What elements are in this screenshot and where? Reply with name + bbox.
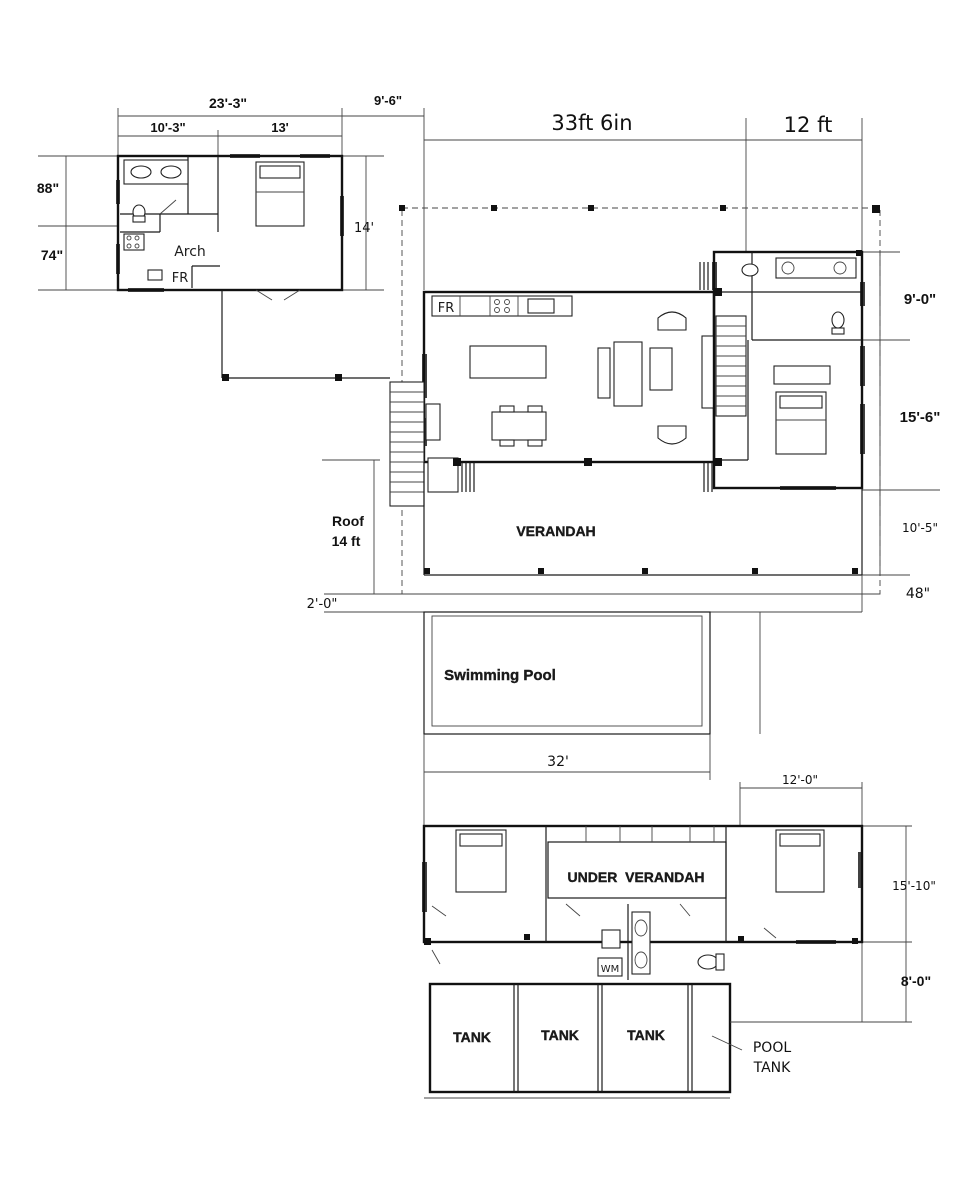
lower-level: 12'-0" 15'-10" 8'-0" UNDER VERANDAH WM (422, 773, 936, 1099)
dim-guest-room-depth: 14' (354, 221, 374, 236)
roof-note-line1: Roof (332, 513, 364, 529)
dim-guest-depth-top: 88" (37, 180, 59, 196)
dim-guest-right-width: 13' (271, 120, 289, 135)
dim-guest-left-width: 10'-3" (150, 120, 185, 135)
dim-main-width: 33ft 6in (551, 111, 632, 135)
dim-lower-service-depth: 8'-0" (901, 973, 931, 989)
roof-note-line2: 14 ft (332, 533, 361, 549)
dim-pool-width: 32' (547, 754, 569, 770)
dim-guest-total-width: 23'-3" (209, 95, 247, 111)
dim-overhang-left: 2'-0" (307, 597, 338, 612)
main-house: 33ft 6in 12 ft 9'-0" 15'-6" 10'-5" FR (307, 111, 941, 613)
room-label-pool: Swimming Pool (444, 667, 556, 684)
dim-main-upper-depth: 9'-0" (904, 291, 936, 308)
dim-main-bedroom-depth: 15'-6" (900, 409, 941, 426)
dim-main-right-width: 12 ft (784, 113, 833, 137)
dim-lower-room-depth: 15'-10" (892, 879, 936, 893)
dim-overhang-right: 48" (906, 586, 930, 602)
pool-tank-label-line1: POOL (753, 1040, 791, 1056)
pool-tank-label-line2: TANK (753, 1060, 792, 1076)
dim-lower-right-width: 12'-0" (782, 773, 818, 787)
room-label-fr-guest: FR (172, 271, 189, 286)
room-label-verandah: VERANDAH (516, 523, 595, 539)
guest-house: 23'-3" 10'-3" 13' 9'-6" 88" 74" 14' Arch… (37, 93, 425, 381)
tank-label-3: TANK (627, 1027, 665, 1043)
tank-label-2: TANK (541, 1027, 579, 1043)
dim-guest-gap: 9'-6" (374, 93, 402, 108)
dim-verandah-depth: 10'-5" (902, 521, 938, 535)
room-label-fr-main: FR (438, 301, 455, 316)
swimming-pool: Swimming Pool 32' (423, 611, 761, 826)
room-label-wm: WM (601, 964, 620, 975)
room-label-arch: Arch (174, 244, 206, 260)
room-label-under-verandah: UNDER VERANDAH (568, 869, 705, 885)
tank-label-1: TANK (453, 1029, 491, 1045)
dim-guest-depth-bottom: 74" (41, 247, 63, 263)
